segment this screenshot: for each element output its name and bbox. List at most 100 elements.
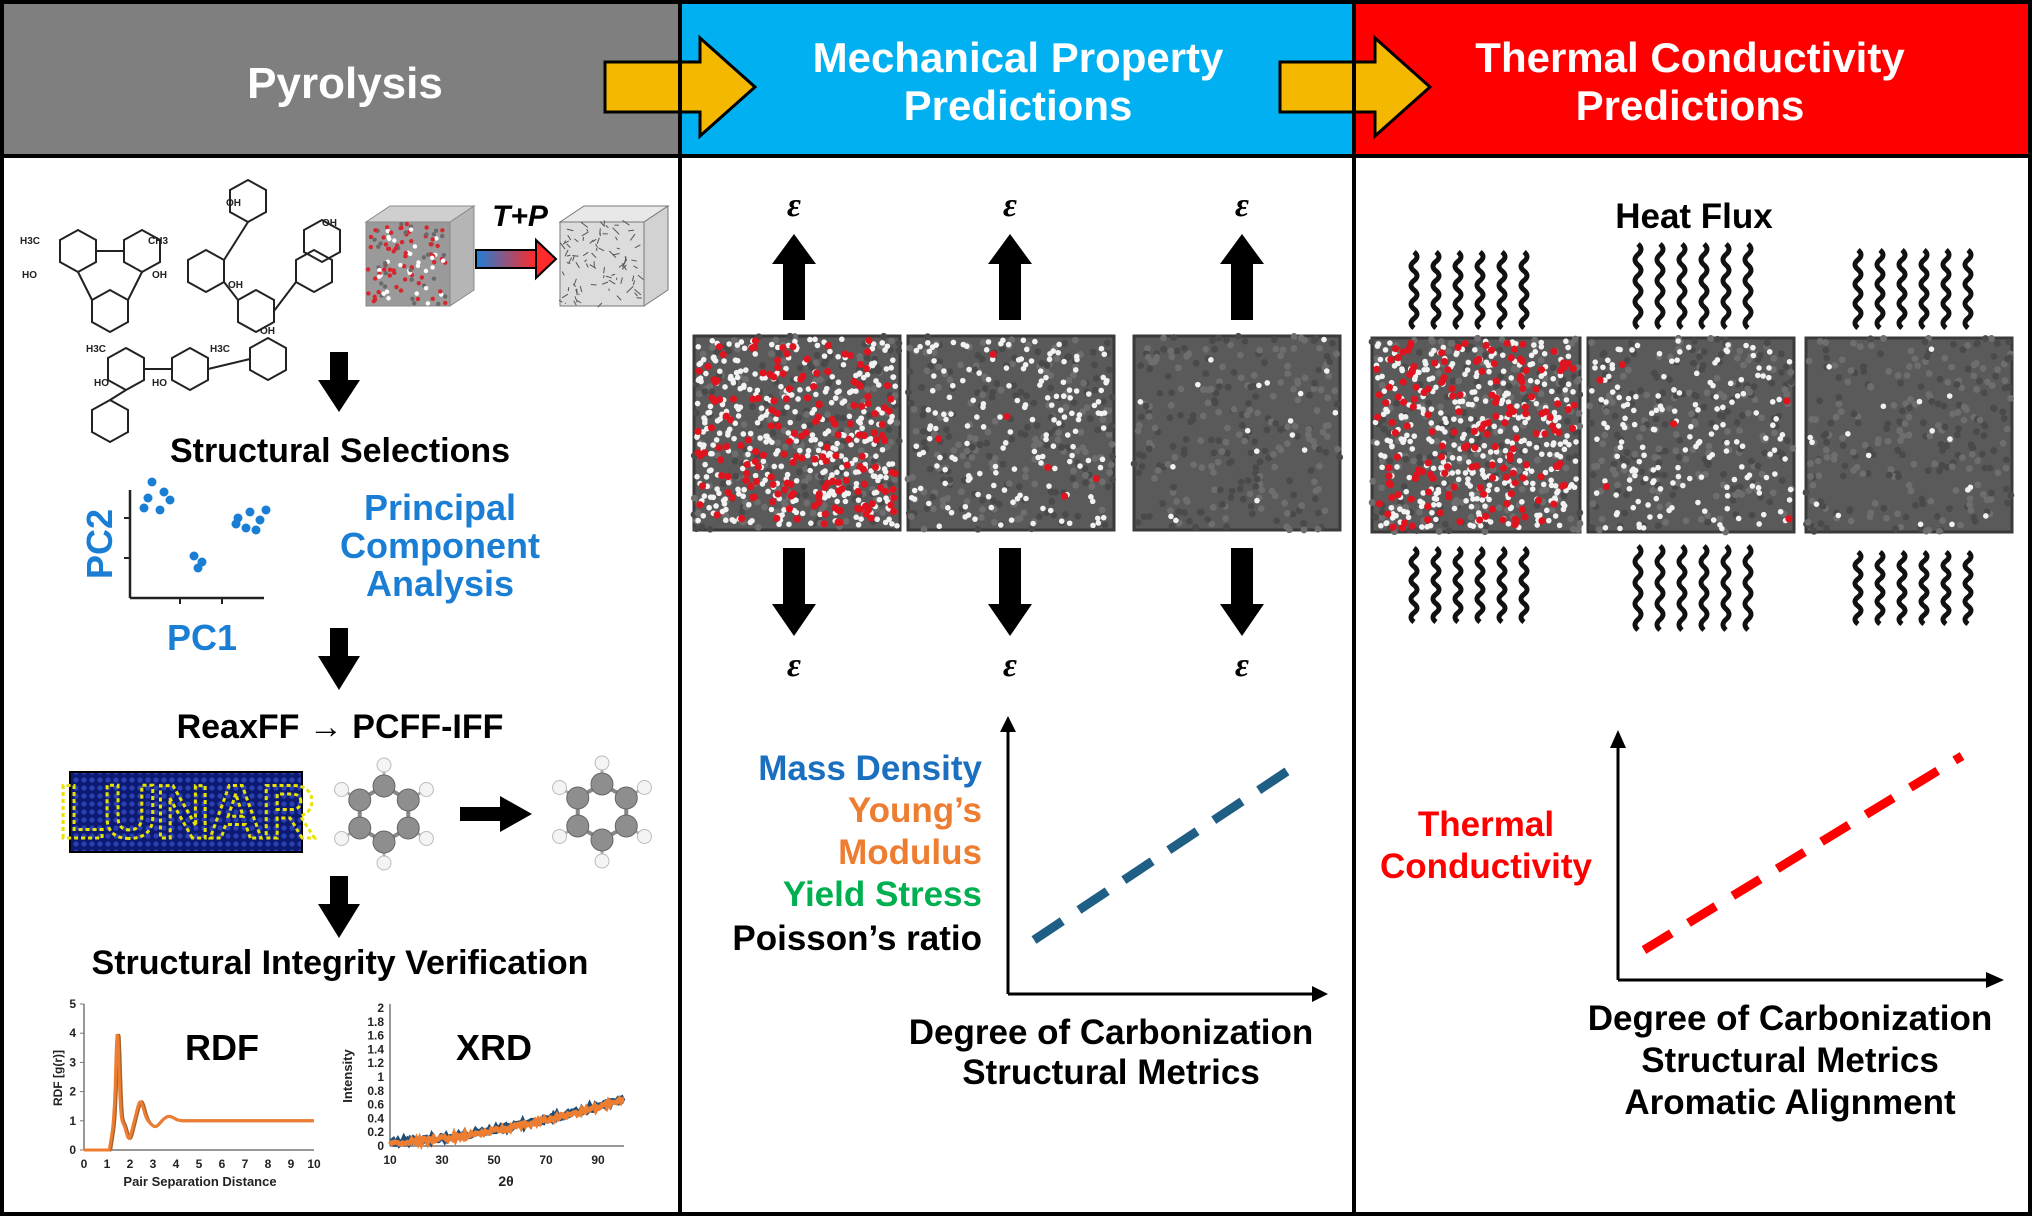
mechanical-trend-plot	[1000, 716, 1328, 1002]
pca-point	[147, 477, 157, 487]
rdf-ytick: 5	[69, 997, 76, 1011]
structural-selections-label: Structural Selections	[170, 432, 510, 470]
xrd-ytick: 0	[377, 1139, 384, 1153]
pca-point	[159, 487, 169, 497]
xrd-ytick: 1.6	[367, 1029, 384, 1043]
thermal-title-line2: Predictions	[1576, 82, 1805, 129]
molecule-labels: OH H3C CH3 HO OH OH OH H3C H3C OH HO HO	[20, 198, 337, 389]
rdf-title: RDF	[185, 1027, 259, 1068]
property-poissons-ratio: Poisson’s ratio	[732, 919, 982, 958]
heat-flux-wave-icon	[1852, 248, 1974, 330]
svg-text:OH: OH	[322, 218, 337, 229]
rdf-xtick: 8	[265, 1157, 272, 1171]
rdf-xlabel: Pair Separation Distance	[123, 1174, 276, 1189]
svg-text:Aromatic Alignment: Aromatic Alignment	[1624, 1083, 1956, 1122]
rdf-ytick: 3	[69, 1055, 76, 1069]
pca-point	[143, 493, 153, 503]
rdf-xtick: 6	[219, 1157, 226, 1171]
rdf-ylabel: RDF [g(r)]	[51, 1050, 65, 1106]
pca-ylabel: PC2	[79, 509, 120, 579]
tp-label: T+P	[492, 200, 549, 233]
verification-label: Structural Integrity Verification	[92, 944, 589, 982]
pca-point	[245, 507, 255, 517]
xrd-ytick: 0.4	[367, 1111, 384, 1125]
svg-text:CH3: CH3	[148, 236, 168, 247]
right-arrow-icon	[460, 796, 532, 832]
pca-point	[261, 505, 271, 515]
rdf-xtick: 5	[196, 1157, 203, 1171]
xrd-xtick: 10	[383, 1153, 397, 1167]
thermal-title-line1: Thermal Conductivity	[1475, 34, 1905, 81]
mechanical-trend-line	[1031, 760, 1301, 944]
benzene-ball-stick-icon	[334, 757, 434, 871]
thermal-title: Thermal Conductivity Predictions	[1475, 34, 1905, 129]
pyrolysis-header	[0, 0, 680, 156]
strain-label-top: ε	[787, 187, 801, 224]
pca-title: Principal Component Analysis	[340, 487, 540, 604]
xrd-ytick: 2	[377, 1001, 384, 1015]
svg-text:Thermal: Thermal	[1418, 805, 1554, 844]
strain-label-bottom: ε	[1003, 647, 1017, 684]
rdf-ytick: 4	[69, 1026, 76, 1040]
svg-text:H3C: H3C	[210, 344, 230, 355]
xrd-ytick: 1	[377, 1070, 384, 1084]
strain-up-arrow-icon	[1220, 234, 1264, 320]
svg-text:Degree of Carbonization: Degree of Carbonization	[1588, 999, 1992, 1038]
thermal-trend-line	[1641, 752, 1965, 954]
rdf-xtick: 7	[242, 1157, 249, 1171]
heat-flux-wave-icon	[1408, 546, 1530, 624]
strain-up-arrow-icon	[772, 234, 816, 320]
xrd-xtick: 70	[539, 1153, 553, 1167]
rdf-xtick: 3	[150, 1157, 157, 1171]
xrd-xlabel: 2θ	[498, 1173, 513, 1189]
forcefield-step-label: ReaxFF → PCFF-IFF	[177, 708, 504, 746]
thermal-box-mid-carbonization	[1586, 334, 1797, 536]
strain-label-bottom: ε	[787, 647, 801, 684]
property-youngs: Young’s	[848, 791, 982, 830]
lunar-logo-text: LUNAR	[58, 770, 315, 855]
svg-text:OH: OH	[260, 326, 275, 337]
svg-text:Structural Metrics: Structural Metrics	[1641, 1041, 1939, 1080]
property-modulus: Modulus	[838, 833, 982, 872]
pca-point	[139, 503, 149, 513]
benzene-ball-stick-icon	[552, 755, 652, 869]
pca-point	[189, 551, 199, 561]
rdf-xtick: 4	[173, 1157, 180, 1171]
down-arrow-icon	[318, 876, 360, 938]
phenolic-molecules	[59, 178, 341, 444]
strain-label-bottom: ε	[1235, 647, 1249, 684]
xrd-ytick: 1.2	[367, 1056, 384, 1070]
xrd-ylabel: Intensity	[340, 1049, 355, 1103]
svg-text:Conductivity: Conductivity	[1380, 847, 1592, 886]
mechanical-box-mid-carbonization	[904, 333, 1116, 533]
xrd-ytick: 0.8	[367, 1084, 384, 1098]
heat-flux-wave-icon	[1408, 250, 1530, 330]
down-arrow-icon	[318, 352, 360, 412]
mechanical-box-low-carbonization	[690, 332, 903, 533]
svg-text:H3C: H3C	[86, 344, 106, 355]
mechanical-xaxis-label: Degree of Carbonization Structural Metri…	[909, 1013, 1313, 1092]
thermal-ylabel: Thermal Conductivity	[1380, 805, 1592, 886]
xrd-xtick: 30	[435, 1153, 449, 1167]
svg-text:Structural Metrics: Structural Metrics	[962, 1053, 1260, 1092]
mechanical-property-list: Mass Density Young’s Modulus Yield Stres…	[732, 749, 982, 958]
xrd-ytick: 1.4	[367, 1042, 384, 1056]
strain-down-arrow-icon	[772, 548, 816, 636]
mechanical-header	[680, 0, 1354, 156]
xrd-title: XRD	[456, 1027, 532, 1068]
pca-xlabel: PC1	[167, 617, 237, 658]
pca-scatter-plot: PC2 PC1	[79, 477, 271, 658]
svg-text:Degree of Carbonization: Degree of Carbonization	[909, 1013, 1313, 1052]
xrd-ytick: 0.2	[367, 1125, 384, 1139]
heat-flux-wave-icon	[1852, 550, 1974, 626]
svg-text:OH: OH	[152, 270, 167, 281]
xrd-ytick: 0.6	[367, 1098, 384, 1112]
pca-point	[251, 525, 261, 535]
rdf-xtick: 2	[127, 1157, 134, 1171]
svg-text:Component: Component	[340, 525, 540, 566]
rdf-xtick: 1	[104, 1157, 111, 1171]
